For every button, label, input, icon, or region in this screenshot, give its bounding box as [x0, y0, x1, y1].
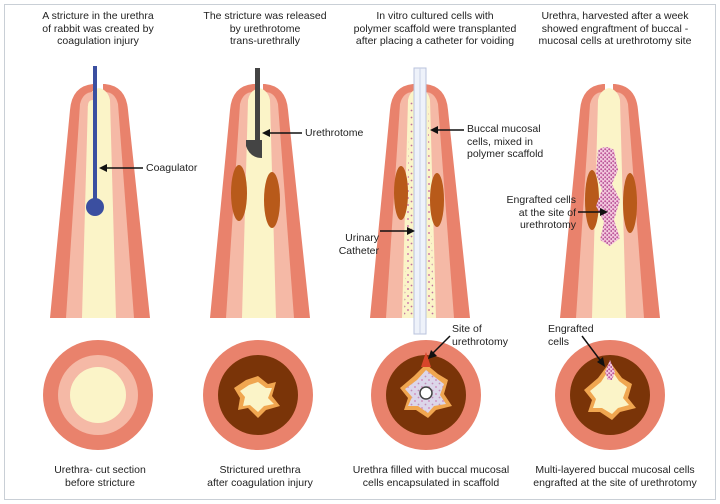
urethra-longitudinal-2	[210, 84, 310, 318]
scar-right	[264, 172, 280, 228]
urethra-longitudinal-1	[50, 84, 150, 318]
urethra-longitudinal-4	[560, 84, 660, 318]
urethrotome-icon	[246, 68, 262, 158]
coagulator-icon	[86, 66, 104, 216]
urethrotome-label: Urethrotome	[305, 127, 364, 139]
coagulator-label: Coagulator	[146, 162, 198, 174]
engrafted-cells-arrow	[581, 335, 604, 365]
scar-left	[231, 165, 247, 221]
engrafted-cells-graft	[596, 147, 620, 246]
cross-section-1	[43, 340, 153, 450]
cross-section-4	[555, 340, 665, 450]
cross-section-2	[203, 340, 313, 450]
cross-section-3	[371, 340, 481, 450]
catheter-cross-icon	[419, 386, 433, 400]
urinary-catheter-icon	[413, 67, 427, 335]
